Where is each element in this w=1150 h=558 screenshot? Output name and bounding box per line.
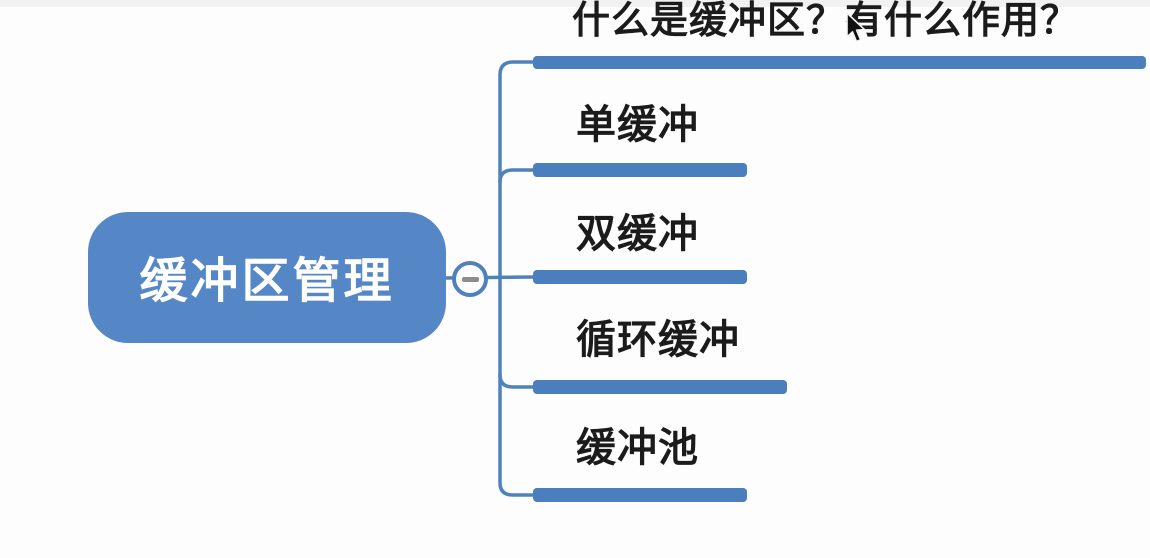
branch-underline-5 (533, 488, 747, 502)
branch-underline-4 (533, 380, 787, 394)
branch-topic-2[interactable]: 单缓冲 (576, 103, 699, 147)
branch-topic-1[interactable]: 什么是缓冲区？有什么作用？ (572, 0, 1080, 42)
branch-underline-2 (533, 163, 747, 177)
root-node-label: 缓冲区管理 (139, 254, 395, 308)
top-edge-shade (0, 0, 1150, 7)
connector-branch-5 (498, 276, 536, 497)
branch-underline-1 (533, 56, 1146, 69)
branch-topic-5[interactable]: 缓冲池 (576, 426, 699, 470)
minus-icon (461, 276, 479, 282)
connector-branch-4 (498, 373, 536, 389)
collapse-button[interactable] (452, 261, 488, 297)
branch-underline-3 (533, 270, 747, 284)
branch-topic-4[interactable]: 循环缓冲 (576, 318, 740, 362)
connector-branch-2 (498, 168, 536, 184)
root-node[interactable]: 缓冲区管理 (88, 212, 446, 343)
connector-branch-1 (498, 60, 536, 280)
branch-topic-3[interactable]: 双缓冲 (576, 212, 699, 256)
